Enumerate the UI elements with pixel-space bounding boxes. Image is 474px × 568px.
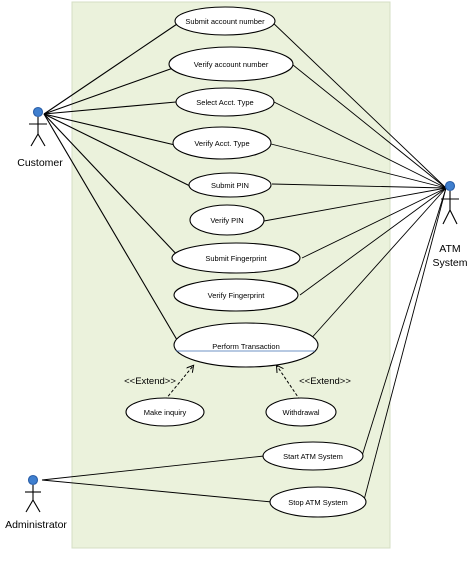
- usecase-verify-account-number[interactable]: Verify account number: [168, 46, 294, 82]
- usecase-label: Withdrawal: [282, 408, 319, 417]
- extend-arrow-withdrawal: [277, 366, 301, 401]
- usecase-submit-pin[interactable]: Submit PIN: [188, 172, 272, 198]
- actor-administrator[interactable]: [25, 474, 41, 513]
- usecase-submit-fingerprint[interactable]: Submit Fingerprint: [171, 242, 301, 274]
- usecase-withdrawal[interactable]: Withdrawal: [265, 397, 337, 427]
- atm-associations: [263, 19, 447, 501]
- usecase-label: Submit Fingerprint: [205, 254, 267, 263]
- actor-head: [444, 180, 456, 192]
- usecase-verify-acct-type[interactable]: Verify Acct. Type: [172, 126, 272, 160]
- usecase-verify-pin[interactable]: Verify PIN: [189, 204, 265, 236]
- usecase-verify-fingerprint[interactable]: Verify Fingerprint: [173, 278, 299, 312]
- usecase-label: Select Acct. Type: [196, 98, 253, 107]
- usecase-submit-account-number[interactable]: Submit account number: [174, 6, 276, 36]
- actor-label-administrator: Administrator: [5, 519, 67, 531]
- actor-head: [32, 106, 44, 118]
- actor-customer[interactable]: [29, 106, 47, 147]
- actor-label-atm-line1: ATM: [439, 243, 460, 255]
- usecase-perform-transaction[interactable]: Perform Transaction: [173, 322, 319, 368]
- usecase-label: Perform Transaction: [212, 342, 280, 351]
- usecase-label: Make inquiry: [144, 408, 187, 417]
- customer-associations: [43, 21, 191, 346]
- usecase-label: Submit PIN: [211, 181, 249, 190]
- usecase-label: Verify PIN: [210, 216, 243, 225]
- administrator-associations: [41, 455, 273, 503]
- usecase-select-acct-type[interactable]: Select Acct. Type: [175, 87, 275, 117]
- extend-arrow-inquiry: [164, 366, 193, 401]
- actor-head: [27, 474, 39, 486]
- usecase-label: Submit account number: [185, 17, 265, 26]
- extend-label-right: <<Extend>>: [299, 376, 351, 387]
- usecase-start-atm-system[interactable]: Start ATM System: [262, 441, 364, 471]
- actor-label-atm-line2: System: [432, 257, 467, 269]
- usecase-label: Verify account number: [194, 60, 269, 69]
- actor-atm-system[interactable]: [441, 180, 459, 225]
- usecase-label: Stop ATM System: [288, 498, 347, 507]
- extend-label-left: <<Extend>>: [124, 376, 176, 387]
- actor-label-customer: Customer: [17, 157, 63, 169]
- usecase-label: Verify Acct. Type: [194, 139, 249, 148]
- usecase-label: Start ATM System: [283, 452, 343, 461]
- usecase-make-inquiry[interactable]: Make inquiry: [125, 397, 205, 427]
- usecase-stop-atm-system[interactable]: Stop ATM System: [269, 486, 367, 518]
- usecase-label: Verify Fingerprint: [208, 291, 266, 300]
